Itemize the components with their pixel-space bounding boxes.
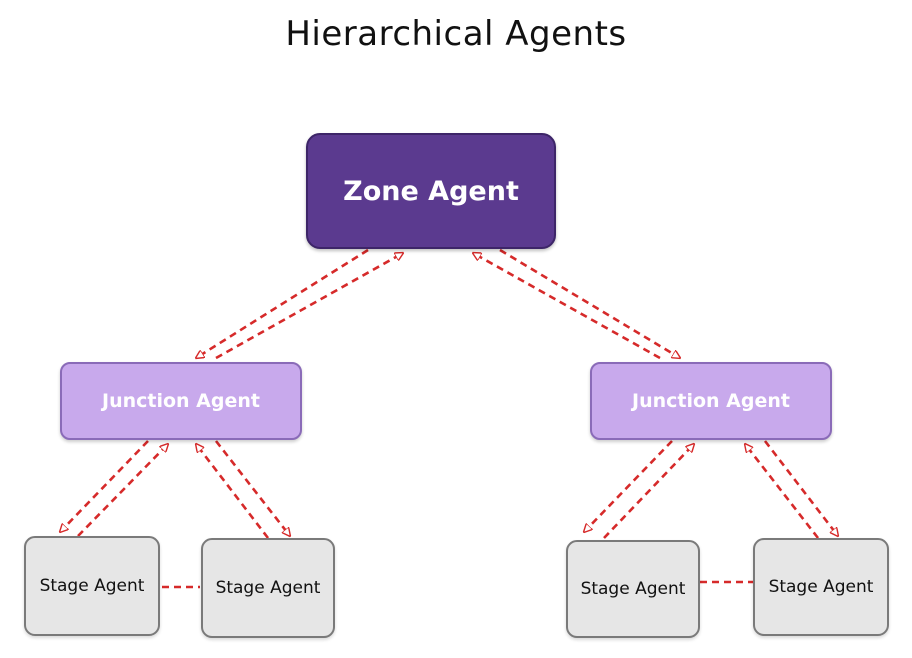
link-junction-right-to-stage-4 bbox=[763, 440, 838, 536]
stage-agent-4-node: Stage Agent bbox=[753, 538, 889, 636]
link-stage-3-to-junction-right bbox=[603, 444, 694, 539]
stage-agent-4-label: Stage Agent bbox=[768, 577, 874, 597]
junction-agent-left-label: Junction Agent bbox=[102, 390, 260, 412]
link-stage-1-to-junction-left bbox=[77, 444, 168, 537]
link-zone-to-junction-left bbox=[196, 248, 369, 358]
diagram-title: Hierarchical Agents bbox=[285, 14, 627, 54]
stage-agent-1-node: Stage Agent bbox=[24, 536, 160, 636]
junction-agent-right-node: Junction Agent bbox=[590, 362, 832, 440]
stage-agent-2-node: Stage Agent bbox=[201, 538, 335, 638]
link-junction-left-to-zone bbox=[215, 253, 403, 360]
stage-agent-3-node: Stage Agent bbox=[566, 540, 700, 638]
link-junction-right-to-zone bbox=[473, 253, 661, 360]
link-junction-left-to-stage-1 bbox=[60, 440, 149, 532]
stage-agent-1-label: Stage Agent bbox=[39, 576, 145, 596]
link-junction-right-to-stage-3 bbox=[584, 440, 673, 532]
link-zone-to-junction-right bbox=[499, 248, 680, 358]
link-stage-2-to-junction-left bbox=[196, 444, 270, 539]
link-junction-left-to-stage-2 bbox=[214, 440, 290, 536]
junction-agent-right-label: Junction Agent bbox=[632, 390, 790, 412]
zone-agent-node: Zone Agent bbox=[306, 133, 556, 249]
stage-agent-2-label: Stage Agent bbox=[215, 578, 321, 598]
link-stage-4-to-junction-right bbox=[745, 444, 820, 539]
stage-agent-3-label: Stage Agent bbox=[580, 579, 686, 599]
zone-agent-label: Zone Agent bbox=[343, 175, 519, 207]
junction-agent-left-node: Junction Agent bbox=[60, 362, 302, 440]
